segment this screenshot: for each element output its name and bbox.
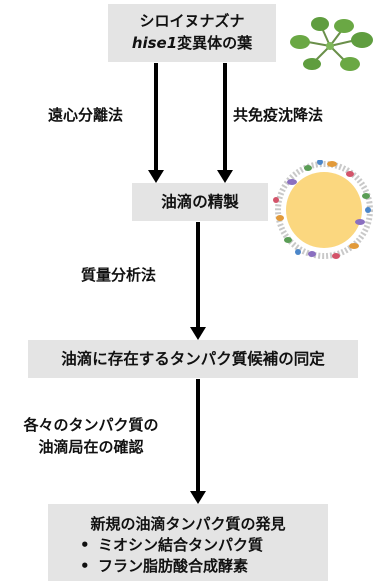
step1-line1: シロイヌナズナ (139, 12, 245, 30)
step1-line2: hise1変異体の葉 (108, 32, 276, 54)
method-co-immunoprecipitation: 共免疫沈降法 (233, 106, 324, 124)
result-item: •ミオシン結合タンパク質 (80, 536, 264, 554)
arrow-left-to-purification (148, 63, 164, 183)
method-localization-line1: 各々のタンパク質の (23, 416, 159, 434)
method-mass-spectrometry: 質量分析法 (81, 266, 157, 284)
step1-mutant-name: hise1 (131, 34, 178, 52)
step-arabidopsis-leaf: シロイヌナズナ hise1変異体の葉 (108, 4, 276, 62)
step-oil-droplet-purification: 油滴の精製 (132, 183, 268, 221)
step1-line2-rest: 変異体の葉 (177, 34, 253, 52)
result-title: 新規の油滴タンパク質の発見 (90, 515, 286, 533)
method-localization-line2: 油滴局在の確認 (38, 438, 144, 456)
method-localization-check: 各々のタンパク質の 油滴局在の確認 (8, 414, 174, 458)
arabidopsis-plant-icon (290, 17, 373, 71)
arrow-to-identification (190, 222, 206, 340)
arrow-to-discovery (190, 379, 206, 504)
result-item-label: フラン脂肪酸合成酵素 (98, 557, 249, 575)
step-candidate-identification: 油滴に存在するタンパク質候補の同定 (28, 340, 358, 378)
result-item-label: ミオシン結合タンパク質 (98, 536, 264, 554)
result-item: •フラン脂肪酸合成酵素 (80, 557, 249, 575)
method-centrifugation: 遠心分離法 (48, 106, 124, 124)
oil-droplet-icon (273, 160, 373, 259)
result-discovery: 新規の油滴タンパク質の発見 •ミオシン結合タンパク質 •フラン脂肪酸合成酵素 (48, 504, 328, 581)
arrow-right-to-purification (217, 63, 233, 183)
